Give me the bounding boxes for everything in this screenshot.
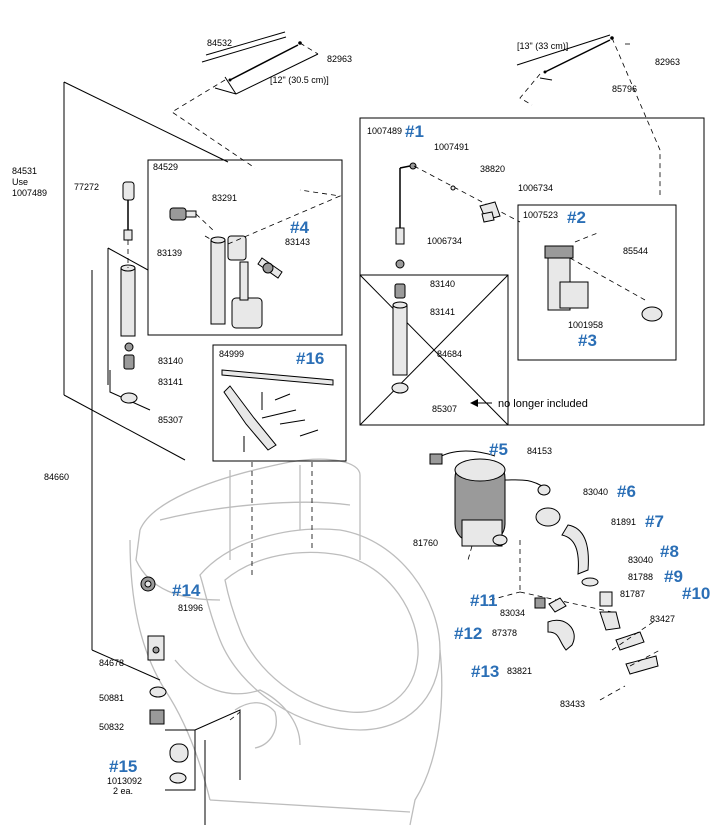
label-84531: 84531 — [12, 166, 37, 176]
label-77272: 77272 — [74, 182, 99, 192]
label-85307-box1: 85307 — [432, 404, 457, 414]
label-83141: 83141 — [158, 377, 183, 387]
label-83821: 83821 — [507, 666, 532, 676]
callout-2: #2 — [567, 208, 586, 227]
callout-10: #10 — [682, 584, 710, 603]
label-85796: 85796 — [612, 84, 637, 94]
label-84153: 84153 — [527, 446, 552, 456]
label-1007489-use: 1007489 — [12, 188, 47, 198]
label-84529: 84529 — [153, 162, 178, 172]
label-50881: 50881 — [99, 693, 124, 703]
label-1006734-bottom: 1006734 — [427, 236, 462, 246]
label-84999: 84999 — [219, 349, 244, 359]
label-1007491: 1007491 — [434, 142, 469, 152]
callout-16: #16 — [296, 349, 324, 368]
pump-assembly — [429, 450, 551, 592]
callout-8: #8 — [660, 542, 679, 561]
label-81996: 81996 — [178, 603, 203, 613]
label-83139: 83139 — [157, 248, 182, 258]
label-84684: 84684 — [437, 349, 462, 359]
part-81996 — [140, 576, 156, 592]
callout-11: #11 — [470, 591, 497, 610]
rod-85796 — [516, 34, 661, 195]
callout-4: #4 — [290, 218, 309, 237]
label-81760: 81760 — [413, 538, 438, 548]
label-dim-13in: [13" (33 cm)] — [517, 41, 568, 51]
label-81788: 81788 — [628, 572, 653, 582]
label-82963-top: 82963 — [327, 54, 352, 64]
label-50832: 50832 — [99, 722, 124, 732]
left-bolt-parts — [120, 240, 138, 404]
callout-6: #6 — [617, 482, 636, 501]
callout-5: #5 — [489, 440, 508, 459]
label-use: Use — [12, 177, 28, 187]
label-85307: 85307 — [158, 415, 183, 425]
bottom-left-parts — [147, 635, 241, 825]
label-84678: 84678 — [99, 658, 124, 668]
box-84999 — [212, 344, 347, 575]
no-longer-arrow — [470, 399, 492, 407]
label-84532: 84532 — [207, 38, 232, 48]
handle-77272 — [122, 181, 135, 241]
label-81787: 81787 — [620, 589, 645, 599]
note-no-longer-included: no longer included — [498, 398, 588, 410]
callout-13: #13 — [471, 662, 499, 681]
toilet-outline — [129, 458, 443, 826]
label-83040-top: 83040 — [583, 487, 608, 497]
box-84529 — [147, 159, 343, 336]
left-leader-lines — [63, 81, 229, 681]
label-83140: 83140 — [158, 356, 183, 366]
label-84660: 84660 — [44, 472, 69, 482]
label-38820: 38820 — [480, 164, 505, 174]
box-1007489 — [359, 117, 705, 426]
label-82963-right: 82963 — [655, 57, 680, 67]
label-87378: 87378 — [492, 628, 517, 638]
label-dim-12in: [12" (30.5 cm)] — [270, 75, 329, 85]
label-1007489: 1007489 — [367, 126, 402, 136]
callout-9: #9 — [664, 567, 683, 586]
callout-14: #14 — [172, 581, 201, 600]
label-83141-box1: 83141 — [430, 307, 455, 317]
label-83040-lower: 83040 — [628, 555, 653, 565]
callout-15: #15 — [109, 757, 137, 776]
callout-7: #7 — [645, 512, 664, 531]
label-2-ea: 2 ea. — [113, 786, 133, 796]
label-1013092: 1013092 — [107, 776, 142, 786]
label-1007523: 1007523 — [523, 210, 558, 220]
label-83140-box1: 83140 — [430, 279, 455, 289]
label-81891: 81891 — [611, 517, 636, 527]
label-83143: 83143 — [285, 237, 310, 247]
label-83034: 83034 — [500, 608, 525, 618]
label-1001958: 1001958 — [568, 320, 603, 330]
label-83433: 83433 — [560, 699, 585, 709]
label-1006734-top: 1006734 — [518, 183, 553, 193]
callout-3: #3 — [578, 331, 597, 350]
label-85544: 85544 — [623, 246, 648, 256]
hose-parts — [489, 507, 661, 701]
callout-1: #1 — [405, 122, 424, 141]
callout-12: #12 — [454, 624, 482, 643]
label-83291: 83291 — [212, 193, 237, 203]
label-83427: 83427 — [650, 614, 675, 624]
rod-84532 — [171, 31, 319, 169]
